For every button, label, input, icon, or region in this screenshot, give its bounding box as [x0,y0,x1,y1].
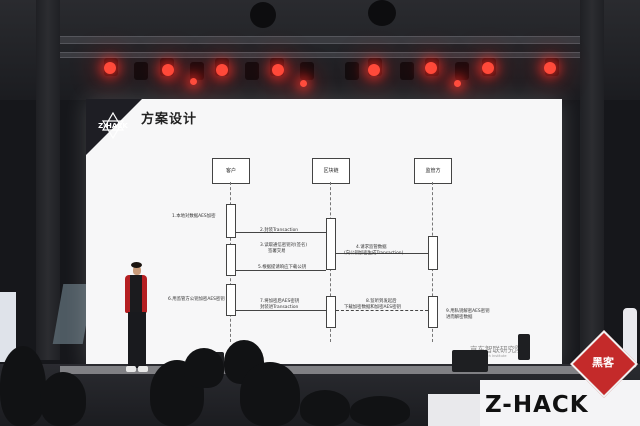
activation-bar [226,284,236,316]
audience-member [240,362,300,426]
presenter-legs [128,312,146,368]
activation-bar [226,244,236,276]
slide-watermark-sub: JD Research Institute [470,354,507,358]
activation-bar [226,204,236,238]
red-stage-light [104,62,116,74]
message-label: 进而解密数据 [446,315,473,320]
presenter [122,262,152,377]
audience-member [0,346,46,426]
actor-blockchain: 区块链 [312,158,350,184]
message-label: 5.根据提请响应下载公钥 [258,265,307,270]
red-stage-light [544,62,556,74]
light-fixture [190,62,204,80]
logo-text: Z-HACK [98,122,128,130]
audience-member [350,396,410,426]
presenter-shirt [130,275,142,313]
podium-speaker [518,334,530,360]
presenter-shoe [126,366,136,372]
red-stage-light [368,64,380,76]
message-arrow [236,232,326,233]
spotlight [250,2,276,28]
presenter-face [133,266,141,275]
message-label: 1.本地对数据AES加密 [172,214,216,219]
red-stage-light [190,78,197,85]
message-label: 8.监听到发起后 [366,299,397,304]
light-fixture [134,62,148,80]
message-label: 6.用监管方公钥加密AES密钥 [168,297,225,302]
presenter-shoe [138,366,148,372]
red-stage-light [454,80,461,87]
actor-regulator: 监管方 [414,158,452,184]
message-label: 签署交易 [268,249,286,254]
message-label: 7.将加密后AES密钥 [260,299,300,304]
message-label: 2.封装Transaction [260,228,299,233]
spotlight [368,0,396,26]
activation-bar [428,236,438,270]
pillar-left [36,0,60,360]
message-arrow [236,310,326,311]
slide-watermark: 京东智联研究院 [470,345,523,354]
projection-screen [86,99,562,367]
badge-text: 黑客 [592,356,614,369]
sequence-diagram: 客户 区块链 监管方 1.本地对数据AES加密 2.封装Transaction … [160,150,490,345]
light-fixture [455,62,469,80]
light-fixture [245,62,259,80]
stage-edge [60,366,580,374]
message-arrow [336,310,428,311]
presenter-hair [131,262,142,268]
message-arrow [236,270,326,271]
light-fixture [400,62,414,80]
activation-bar [428,296,438,328]
actor-client: 客户 [212,158,250,184]
message-label: 下载加密数据和加密AES密钥 [344,305,401,310]
audience-member [300,390,350,426]
message-label: 封装进Transaction [260,305,299,310]
lighting-truss-bottom [40,52,600,58]
ceiling [0,0,640,100]
pillar-right [580,0,604,360]
slide-logo-corner [86,99,142,155]
lighting-truss-top [40,36,600,44]
message-label: (向公钥加密生成Transaction) [344,251,404,256]
stage-monitor [452,350,488,372]
activation-bar [326,218,336,270]
red-stage-light [300,80,307,87]
side-banner [0,292,16,362]
front-table [428,394,484,426]
zhack-logo-icon: Z-HACK [98,112,128,140]
audience-member [40,372,86,426]
audience-member [184,348,224,388]
message-arrow [336,253,428,254]
red-stage-light [425,62,437,74]
message-label: 9.用私钥解密AES密钥 [446,309,490,314]
red-stage-light [216,64,228,76]
red-stage-light [482,62,494,74]
activation-bar [326,296,336,328]
light-fixture [300,62,314,80]
message-label: 4.请求监管数据 [356,245,387,250]
red-stage-light [272,64,284,76]
slide-title: 方案设计 [141,112,198,127]
zhack-brand: Z-HACK [485,392,589,418]
message-label: 3.读取通信密钥对(签名) [260,243,308,248]
light-fixture [345,62,359,80]
red-stage-light [162,64,174,76]
